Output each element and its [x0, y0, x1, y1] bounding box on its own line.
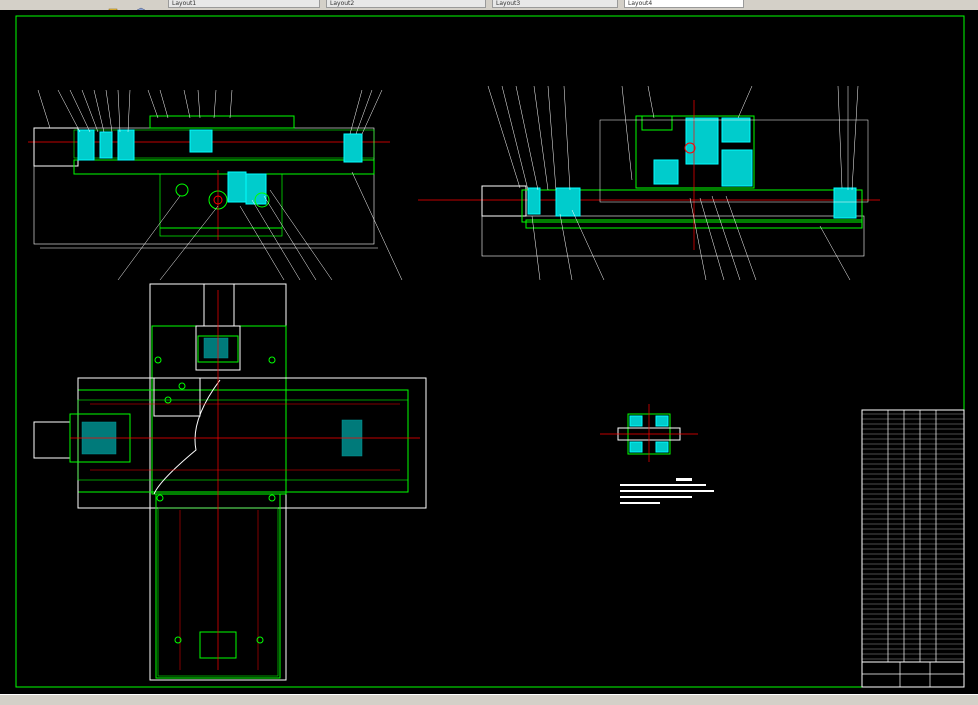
cad-drawing [15, 15, 965, 688]
technical-notes [620, 478, 714, 504]
search-field[interactable]: Layout4 [624, 0, 744, 8]
layout-tab-3-label: Layout3 [496, 0, 521, 7]
search-field-text: Layout4 [628, 0, 653, 7]
drawing-border [15, 15, 965, 688]
parts-list-table [861, 409, 965, 688]
layout-tab-3[interactable]: Layout3 [492, 0, 618, 8]
layout-tab-2-label: Layout2 [330, 0, 355, 7]
layout-tab-1[interactable]: Layout1 [168, 0, 320, 8]
detail-view [600, 404, 698, 462]
drawing-canvas[interactable] [0, 10, 978, 694]
status-bar [0, 694, 978, 705]
layout-tab-1-label: Layout1 [172, 0, 197, 7]
folder-icon[interactable] [108, 0, 118, 15]
plan-view [33, 283, 427, 681]
cube-icon[interactable] [136, 0, 146, 16]
front-view [28, 89, 403, 281]
layout-tab-2[interactable]: Layout2 [326, 0, 486, 8]
side-view [418, 85, 880, 281]
